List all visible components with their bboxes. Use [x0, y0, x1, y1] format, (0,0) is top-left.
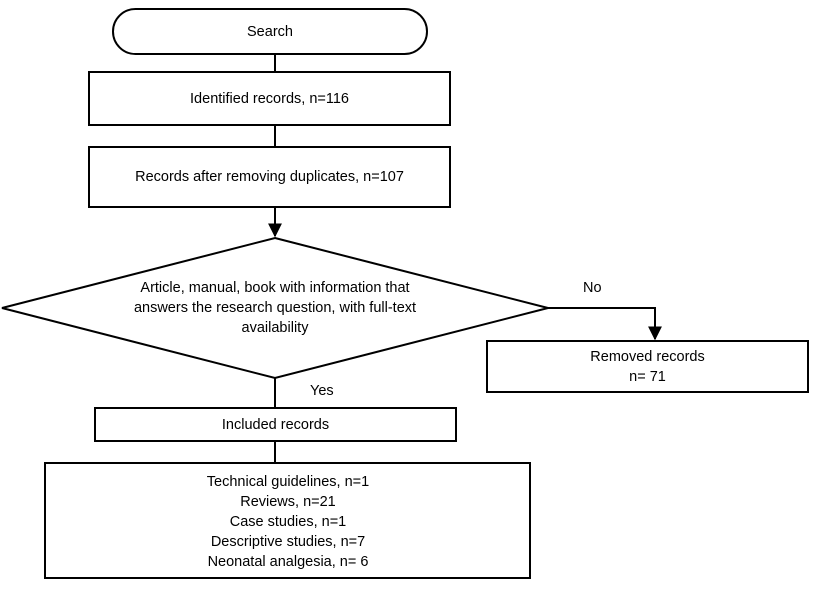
breakdown-label-line-5: Neonatal analgesia, n= 6	[207, 554, 369, 570]
breakdown-node-shape	[44, 462, 531, 579]
breakdown-label-line-1: Technical guidelines, n=1	[206, 474, 370, 490]
removed-records-label-line-2: n= 71	[629, 368, 666, 385]
removed-records-node-shape	[486, 340, 809, 393]
search-label-text: Search	[247, 23, 293, 40]
identified-records-node-shape	[88, 71, 451, 126]
deduplicated-records-node-shape	[88, 146, 451, 208]
deduplicated-records-label-text: Records after removing duplicates, n=107	[135, 169, 404, 185]
included-records-node-label: Included records	[95, 408, 456, 441]
edge-label-yes: Yes	[310, 383, 334, 399]
identified-records-node-label: Identified records, n=116	[89, 72, 450, 125]
breakdown-label-line-3: Case studies, n=1	[229, 514, 347, 530]
removed-records-label-line-1: Removed records	[590, 348, 705, 365]
identified-records-label-text: Identified records, n=116	[190, 90, 349, 107]
decision-label-line-1: Article, manual, book with information t…	[140, 280, 410, 296]
connector-decision-no-to-removed	[548, 307, 662, 341]
search-node-label: Search	[113, 9, 427, 54]
breakdown-label-line-4: Descriptive studies, n=7	[210, 534, 366, 550]
breakdown-node-label: Technical guidelines, n=1 Reviews, n=21 …	[108, 472, 468, 572]
edge-label-no: No	[583, 280, 602, 296]
removed-records-node-label: Removed records n= 71	[487, 341, 808, 392]
breakdown-label-line-2: Reviews, n=21	[240, 494, 336, 510]
decision-node-label: Article, manual, book with information t…	[110, 278, 440, 338]
decision-label-line-3: availability	[241, 320, 309, 336]
decision-label-line-2: answers the research question, with full…	[133, 300, 417, 316]
search-node-shape	[112, 8, 428, 55]
deduplicated-records-node-label: Records after removing duplicates, n=107	[89, 147, 450, 207]
included-records-label-text: Included records	[221, 416, 330, 433]
